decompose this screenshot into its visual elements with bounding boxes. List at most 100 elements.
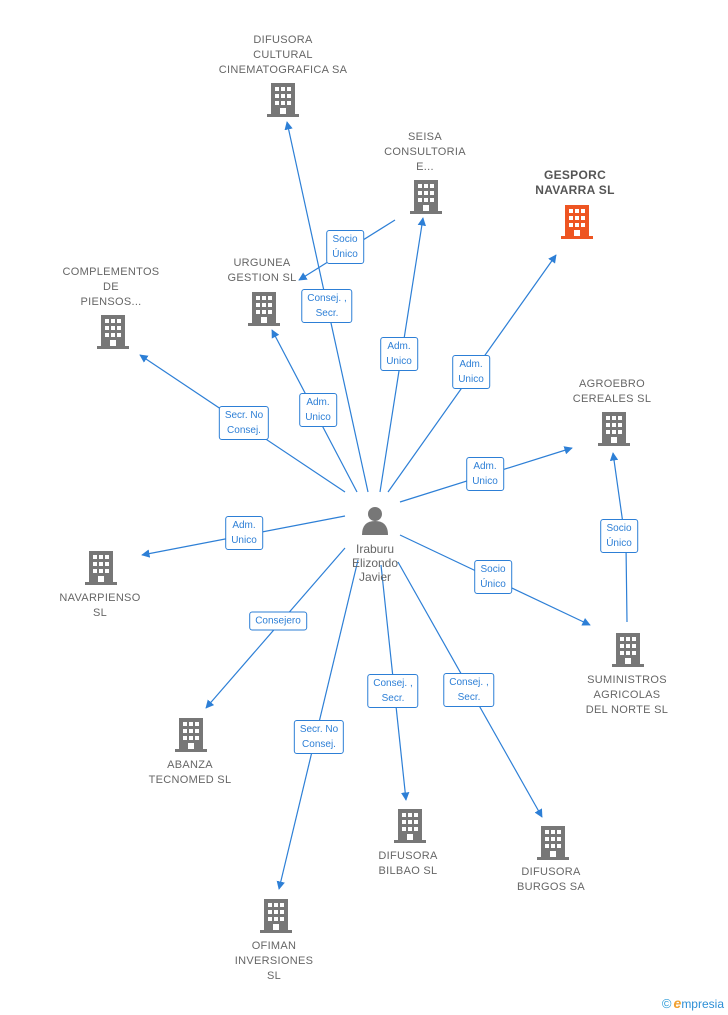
- company-name-line: CINEMATOGRAFICA SA: [218, 64, 348, 76]
- company-name-line: OFIMAN: [251, 940, 297, 952]
- building-icon[interactable]: [260, 899, 292, 933]
- relation-text: Secr.: [457, 692, 481, 703]
- company-name-line: CULTURAL: [253, 49, 313, 61]
- relation-text: Único: [606, 538, 632, 549]
- relation-text: Consejero: [255, 615, 301, 627]
- company-name-line: TECNOMED SL: [148, 774, 232, 786]
- company-name-line: AGROEBRO: [579, 378, 645, 390]
- building-icon[interactable]: [612, 633, 644, 667]
- building-icon[interactable]: [410, 180, 442, 214]
- company-label-difusora-burgos[interactable]: DIFUSORA BURGOS SA: [481, 865, 621, 895]
- brand-initial: e: [673, 995, 682, 1011]
- company-label-suministros[interactable]: SUMINISTROS AGRICOLAS DEL NORTE SL: [557, 673, 697, 718]
- relation-text: Consej.: [227, 425, 261, 436]
- relation-text: Secr. No: [224, 410, 264, 421]
- relation-text: Consej. ,: [373, 678, 413, 689]
- relation-text: Secr. No: [299, 724, 339, 735]
- relation-label-r-agroebro[interactable]: Adm. Unico: [466, 457, 504, 491]
- company-name-line: DIFUSORA: [253, 34, 313, 46]
- company-name-line: NAVARPIENSO: [59, 592, 141, 604]
- company-name-line: E...: [416, 161, 434, 173]
- company-name-line: URGUNEA: [233, 257, 291, 269]
- relation-text: Unico: [472, 476, 498, 487]
- relation-text: Consej.: [302, 739, 336, 750]
- relation-text: Unico: [386, 356, 412, 367]
- company-name-line: ABANZA: [167, 759, 213, 771]
- building-icon[interactable]: [175, 718, 207, 752]
- person-name-line: Javier: [358, 570, 391, 584]
- relation-text: Consej. ,: [449, 677, 489, 688]
- company-name-line: SL: [266, 970, 282, 982]
- company-name-line: AGRICOLAS: [593, 689, 661, 701]
- company-name-line: CONSULTORIA: [384, 146, 466, 158]
- company-name-line: DEL NORTE SL: [585, 704, 669, 716]
- relation-label-r-difusora-bilbao[interactable]: Consej. , Secr.: [367, 674, 419, 708]
- relation-text: Adm.: [459, 359, 483, 370]
- relation-text: Adm.: [387, 341, 411, 352]
- person-name-line: Iraburu: [355, 542, 395, 556]
- company-label-difusora-cultural[interactable]: DIFUSORA CULTURAL CINEMATOGRAFICA SA: [213, 33, 353, 78]
- company-label-difusora-bilbao[interactable]: DIFUSORA BILBAO SL: [338, 849, 478, 879]
- relation-text: Secr.: [315, 308, 339, 319]
- copyright-icon: ©: [661, 996, 672, 1011]
- relation-label-r-navarpienso[interactable]: Adm. Unico: [225, 516, 263, 550]
- relation-label-r-difusora-cultural[interactable]: Consej. , Secr.: [301, 289, 353, 323]
- company-name-line: COMPLEMENTOS: [62, 266, 160, 278]
- company-name-line: BILBAO SL: [378, 865, 438, 877]
- relation-text: Adm.: [306, 397, 330, 408]
- building-icon[interactable]: [85, 551, 117, 585]
- footer-brand: ©empresia: [662, 995, 724, 1011]
- relation-text: Único: [480, 579, 506, 590]
- company-label-seisa[interactable]: SEISA CONSULTORIA E...: [355, 130, 495, 175]
- company-label-navarpienso[interactable]: NAVARPIENSO SL: [30, 591, 170, 621]
- relation-label-r-seisa[interactable]: Adm. Unico: [380, 337, 418, 371]
- person-icon[interactable]: [362, 507, 388, 535]
- company-name-line: DE: [103, 281, 119, 293]
- company-name-line: BURGOS SA: [516, 881, 586, 893]
- relation-text: Unico: [231, 535, 257, 546]
- company-label-complementos[interactable]: COMPLEMENTOS DE PIENSOS...: [41, 265, 181, 310]
- building-icon[interactable]: [598, 412, 630, 446]
- person-name-line: Elizondo: [351, 556, 399, 570]
- company-name-line: INVERSIONES: [234, 955, 314, 967]
- icons: [85, 83, 644, 933]
- relation-text: Secr.: [381, 693, 405, 704]
- building-icon[interactable]: [537, 826, 569, 860]
- relation-label-r-abanza[interactable]: Consejero: [249, 611, 307, 631]
- relation-label-r-ofiman[interactable]: Secr. No Consej.: [293, 720, 345, 754]
- building-icon[interactable]: [97, 315, 129, 349]
- company-label-abanza[interactable]: ABANZA TECNOMED SL: [120, 758, 260, 788]
- relation-text: Adm.: [473, 461, 497, 472]
- company-name-line: PIENSOS...: [80, 296, 142, 308]
- relation-label-r-urgunea[interactable]: Adm.Unico: [299, 393, 337, 427]
- company-name-line: SEISA: [408, 131, 442, 143]
- company-name-line: SUMINISTROS: [587, 674, 667, 686]
- relation-text: Adm.: [232, 520, 256, 531]
- relation-label-r-complementos[interactable]: Secr. No Consej.: [218, 406, 270, 440]
- relation-label-r-gesporc[interactable]: Adm. Unico: [452, 355, 490, 389]
- relation-text: Unico: [458, 374, 484, 385]
- company-name-line: NAVARRA SL: [535, 183, 615, 197]
- building-icon[interactable]: [267, 83, 299, 117]
- relation-text: Socio: [332, 234, 358, 245]
- company-name-line: GESTION SL: [227, 272, 297, 284]
- relation-text: Único: [332, 249, 358, 260]
- relation-text: Socio: [480, 564, 506, 575]
- building-icon[interactable]: [248, 292, 280, 326]
- company-name-line: SL: [92, 607, 108, 619]
- building-icon[interactable]: [561, 205, 593, 239]
- building-icon[interactable]: [394, 809, 426, 843]
- company-name-line: DIFUSORA: [378, 850, 438, 862]
- company-name-line: DIFUSORA: [521, 866, 581, 878]
- brand-name: mpresia: [681, 997, 724, 1011]
- relation-label-r-difusora-burgos[interactable]: Consej. , Secr.: [443, 673, 495, 707]
- company-label-urgunea[interactable]: URGUNEA GESTION SL: [192, 256, 332, 286]
- company-label-ofiman[interactable]: OFIMAN INVERSIONES SL: [204, 939, 344, 984]
- relation-text: Consej. ,: [307, 293, 347, 304]
